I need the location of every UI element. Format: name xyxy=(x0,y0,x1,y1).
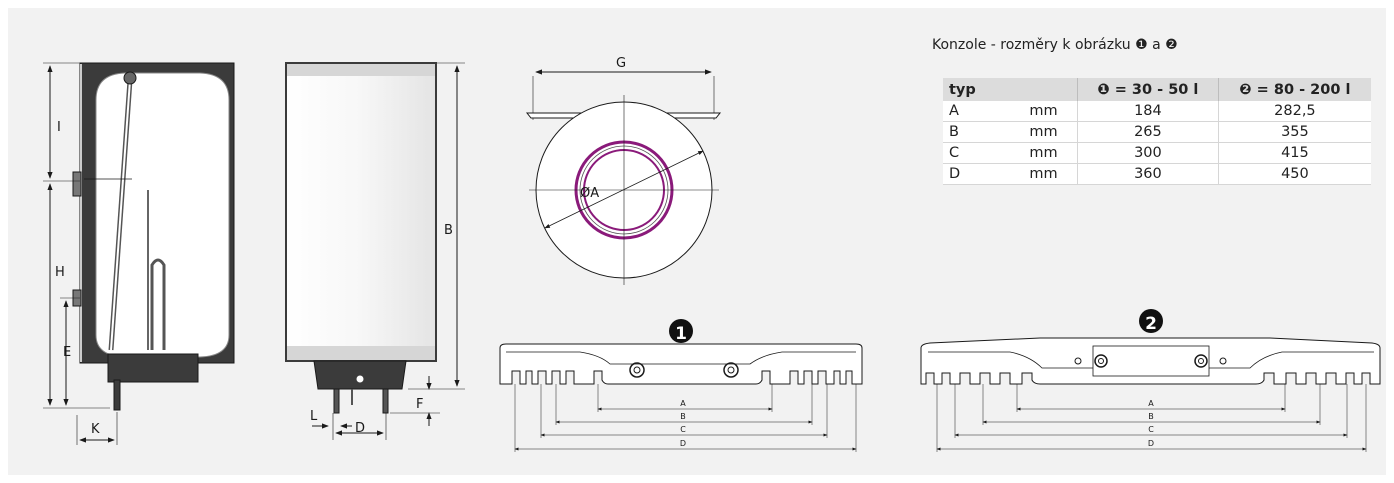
bracket-1-hole-right xyxy=(723,362,739,378)
dim-diameter xyxy=(544,150,704,229)
front-tank xyxy=(285,62,437,362)
front-bottom-band xyxy=(287,346,435,360)
table-row: B mm 265 355 xyxy=(943,121,1371,143)
label-H: H xyxy=(55,265,65,280)
anode-head xyxy=(123,71,137,85)
front-top-band xyxy=(287,64,435,76)
label-E: E xyxy=(63,345,71,360)
pipe-left xyxy=(333,388,340,414)
bracket-2-label-C: C xyxy=(1148,425,1154,434)
pipe-right xyxy=(382,388,389,414)
front-view xyxy=(285,62,465,440)
cell-value-2: 355 xyxy=(1217,121,1371,143)
cell-typ: A xyxy=(943,101,1010,122)
cell-typ: C xyxy=(943,142,1010,164)
bracket-1-label-B: B xyxy=(680,412,686,421)
bracket-2-badge-circle xyxy=(1139,309,1163,333)
label-D: D xyxy=(355,421,365,436)
table-row: C mm 300 415 xyxy=(943,142,1371,164)
bracket-1-label-A: A xyxy=(680,399,686,408)
front-base xyxy=(313,360,407,390)
side-pipe xyxy=(113,379,121,411)
cell-unit: mm xyxy=(1010,142,1078,164)
anode-rod-core xyxy=(110,79,131,351)
front-indicator xyxy=(356,375,364,383)
cell-typ: D xyxy=(943,163,1010,185)
label-L: L xyxy=(310,409,318,424)
side-bracket-top xyxy=(72,171,82,197)
bracket-2-hole-left xyxy=(1094,354,1108,368)
cell-value-2: 282,5 xyxy=(1217,101,1371,122)
side-view xyxy=(43,62,235,445)
top-view xyxy=(525,69,722,285)
bracket-1-label-C: C xyxy=(680,425,686,434)
cell-typ: B xyxy=(943,121,1010,143)
bracket-2 xyxy=(920,337,1381,452)
bracket-2-hole-right xyxy=(1194,354,1208,368)
table-row: A mm 184 282,5 xyxy=(943,101,1371,122)
table-title: Konzole - rozměry k obrázku ❶ a ❷ xyxy=(932,37,1178,53)
bracket-dimensions-table: typ ❶ = 30 - 50 l ❷ = 80 - 200 l A mm 18… xyxy=(943,78,1371,185)
cell-value-1: 265 xyxy=(1077,121,1219,143)
cell-unit: mm xyxy=(1010,163,1078,185)
header-col2: ❷ = 80 - 200 l xyxy=(1217,78,1371,101)
bracket-2-badge: 2 xyxy=(1145,314,1157,334)
cell-unit: mm xyxy=(1010,121,1078,143)
label-G: G xyxy=(616,56,626,71)
header-unit xyxy=(1010,78,1078,101)
table-header-row: typ ❶ = 30 - 50 l ❷ = 80 - 200 l xyxy=(943,78,1371,101)
cell-value-1: 360 xyxy=(1077,163,1219,185)
bracket-2-plate xyxy=(1092,345,1210,377)
cell-unit: mm xyxy=(1010,101,1078,122)
cell-value-2: 415 xyxy=(1217,142,1371,164)
label-diameter: ØA xyxy=(580,186,599,201)
bracket-1-badge: 1 xyxy=(675,324,687,344)
header-col1: ❶ = 30 - 50 l xyxy=(1077,78,1219,101)
bracket-1-badge-circle xyxy=(669,319,693,343)
bracket-2-label-B: B xyxy=(1148,412,1154,421)
bracket-1 xyxy=(499,343,863,452)
bracket-2-label-A: A xyxy=(1148,399,1154,408)
table-row: D mm 360 450 xyxy=(943,163,1371,185)
cell-value-1: 184 xyxy=(1077,101,1219,122)
bracket-1-hole-left xyxy=(629,362,645,378)
side-flange xyxy=(107,353,199,383)
label-I: I xyxy=(57,120,61,135)
cell-value-2: 450 xyxy=(1217,163,1371,185)
bracket-2-label-D: D xyxy=(1148,439,1154,448)
label-F: F xyxy=(416,397,423,412)
header-typ: typ xyxy=(943,78,1010,101)
label-B: B xyxy=(444,223,453,238)
label-K: K xyxy=(91,422,100,437)
bracket-1-label-D: D xyxy=(680,439,686,448)
heating-element xyxy=(150,258,166,350)
cell-value-1: 300 xyxy=(1077,142,1219,164)
